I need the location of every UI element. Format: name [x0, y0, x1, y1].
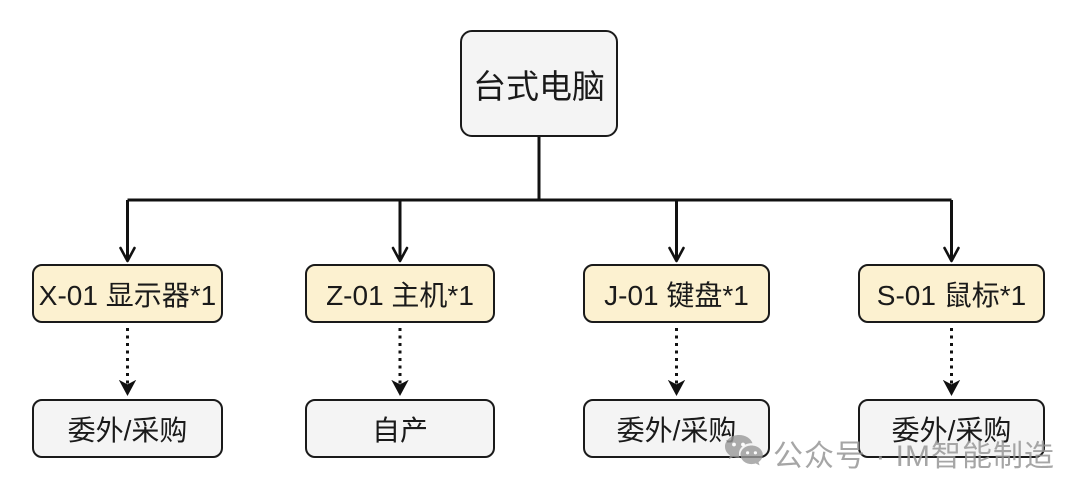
node-label: J-01 键盘*1 — [604, 279, 749, 311]
node-label: 自产 — [371, 414, 428, 446]
node-source-mainframe[interactable]: 自产 — [305, 399, 495, 458]
node-component-mainframe[interactable]: Z-01 主机*1 — [305, 264, 495, 323]
node-source-mouse[interactable]: 委外/采购 — [858, 399, 1045, 458]
node-label: X-01 显示器*1 — [38, 279, 217, 311]
node-label: 委外/采购 — [616, 414, 737, 446]
node-component-mouse[interactable]: S-01 鼠标*1 — [858, 264, 1045, 323]
node-label: Z-01 主机*1 — [326, 279, 474, 311]
node-root-product[interactable]: 台式电脑 — [460, 30, 618, 137]
node-source-keyboard[interactable]: 委外/采购 — [583, 399, 770, 458]
node-component-monitor[interactable]: X-01 显示器*1 — [32, 264, 223, 323]
node-label: 委外/采购 — [891, 414, 1012, 446]
node-source-monitor[interactable]: 委外/采购 — [32, 399, 223, 458]
node-label: 委外/采购 — [67, 414, 188, 446]
node-label: S-01 鼠标*1 — [876, 279, 1027, 311]
node-component-keyboard[interactable]: J-01 键盘*1 — [583, 264, 770, 323]
node-label: 台式电脑 — [473, 67, 605, 105]
